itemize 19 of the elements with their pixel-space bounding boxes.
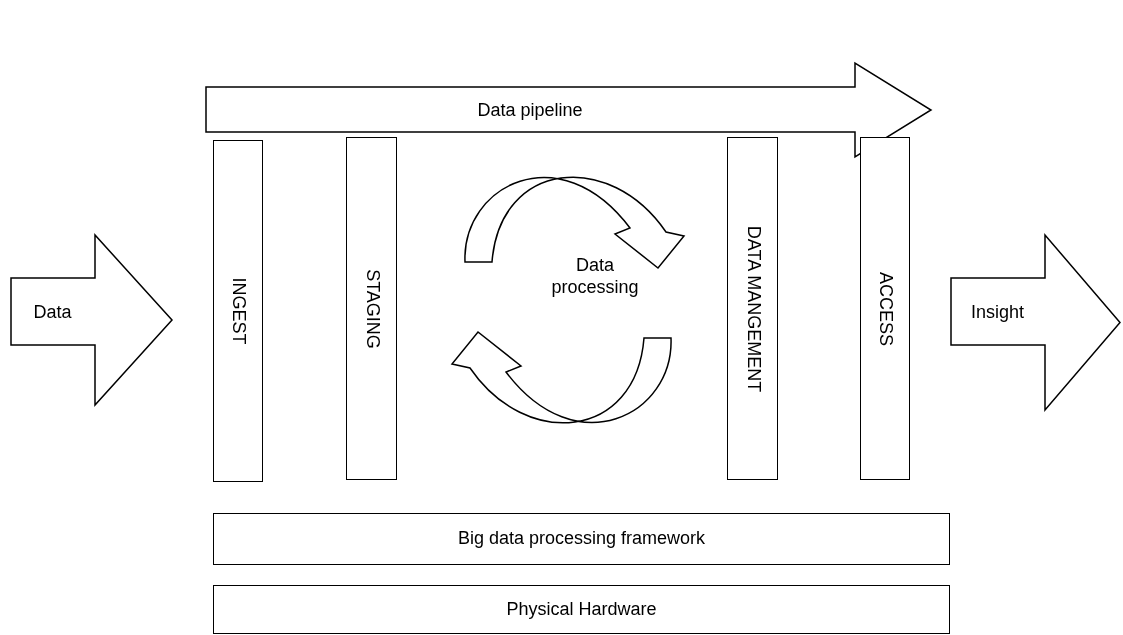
node-label: Data pipeline: [476, 99, 584, 121]
block-arrow: [950, 234, 1121, 411]
node-label: Data: [32, 301, 73, 323]
node-label: Big data processing framework: [456, 528, 707, 549]
layer-bar: [213, 513, 950, 565]
node-label: Insight: [969, 301, 1025, 323]
node-label: DATA MANGEMENT: [742, 225, 763, 392]
block-arrow: [10, 234, 173, 406]
node-label: ACCESS: [874, 271, 896, 346]
stage-box: [727, 137, 778, 480]
node-label: INGEST: [227, 277, 249, 345]
node-label: Physical Hardware: [505, 598, 658, 620]
cycle-label: Data processing: [550, 255, 640, 299]
node-label: STAGING: [361, 268, 382, 349]
stage-box: [346, 137, 397, 480]
block-arrow: [205, 62, 932, 158]
stage-box: [213, 140, 263, 482]
layer-bar: [213, 585, 950, 634]
stage-box: [860, 137, 910, 480]
